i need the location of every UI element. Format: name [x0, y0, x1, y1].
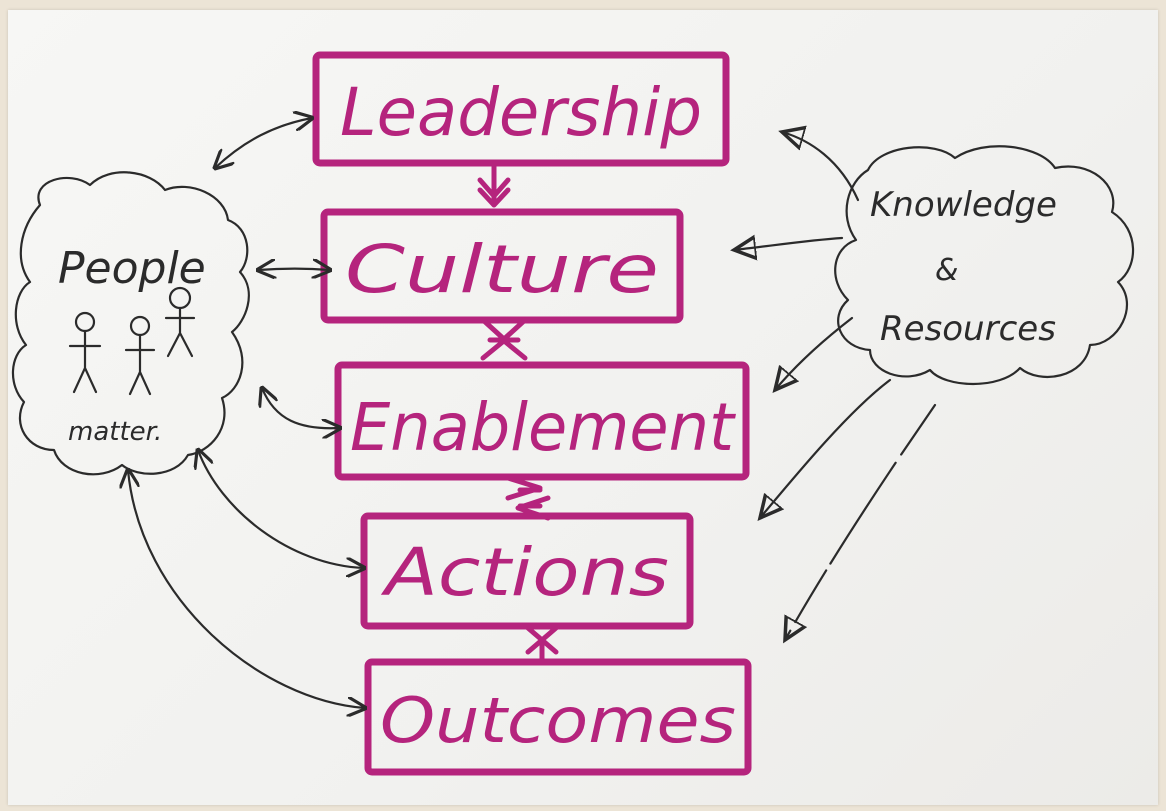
people-leadership-arrow [215, 118, 312, 168]
leadership-culture-arrow [477, 160, 511, 208]
people-caption: matter. [68, 417, 162, 447]
knowledge-leadership-arrow [782, 132, 860, 202]
actions-label: Actions [380, 534, 669, 611]
people-culture-arrow [258, 269, 330, 271]
people-cloud: People matter. [11, 171, 250, 476]
people-enablement-arrow [262, 388, 340, 428]
knowledge-line1: Knowledge [870, 185, 1057, 225]
actions-box: Actions [360, 512, 694, 630]
people-cloud-outline [11, 171, 250, 476]
knowledge-enablement-arrow [775, 316, 854, 390]
outcomes-label: Outcomes [380, 684, 736, 757]
people-arrows [128, 118, 365, 708]
knowledge-cloud: Knowledge & Resources [834, 145, 1135, 385]
outcomes-box-outline [364, 658, 752, 776]
enablement-box: Enablement [334, 361, 750, 481]
stick-figures-icon [68, 286, 196, 396]
culture-box: Culture [320, 208, 684, 324]
actions-outcomes-arrow [525, 625, 559, 665]
people-title: People [58, 243, 206, 294]
knowledge-outcomes-arrow [785, 403, 937, 640]
knowledge-actions-arrow [760, 378, 892, 518]
leadership-box: Leadership [312, 51, 730, 167]
leadership-label: Leadership [340, 74, 702, 151]
culture-label: Culture [345, 231, 659, 308]
knowledge-culture-arrow [734, 238, 844, 250]
knowledge-arrows [734, 132, 937, 640]
enablement-label: Enablement [350, 389, 736, 466]
culture-enablement-arrow [480, 317, 528, 361]
leadership-box-outline [312, 51, 730, 167]
people-outcomes-arrow [128, 470, 365, 708]
enablement-actions-arrow [505, 475, 551, 521]
chain-connectors [477, 160, 559, 665]
knowledge-cloud-outline [834, 145, 1135, 385]
outcomes-box: Outcomes [364, 658, 752, 776]
knowledge-line2: & [935, 253, 958, 288]
knowledge-line3: Resources [880, 309, 1056, 349]
